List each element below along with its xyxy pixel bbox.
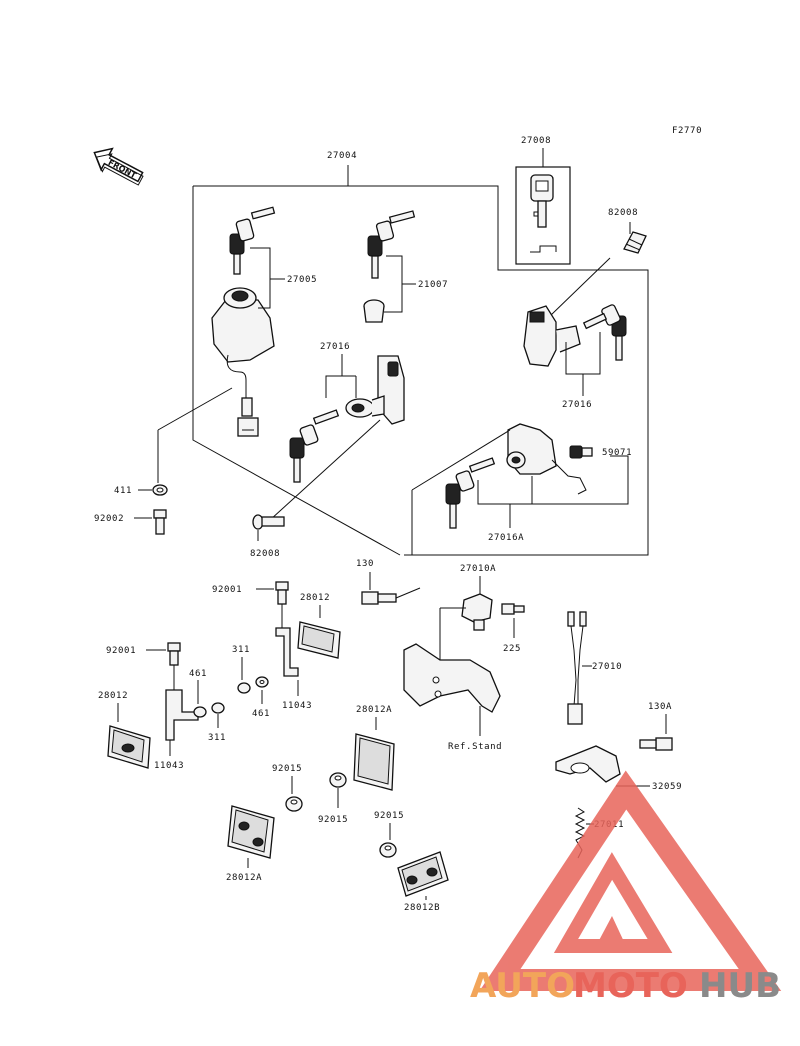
key-pair-27016-right [582,304,627,361]
callout-82008-bottom: 82008 [250,549,280,559]
key-card [515,166,571,265]
key-pair-21007 [367,210,416,279]
callout-311-bottom: 311 [208,733,226,743]
reflector-28012A-bottom [227,805,275,859]
bolt-130 [361,591,397,605]
callout-461-top: 461 [189,669,207,679]
callout-28012-left: 28012 [98,691,128,701]
callout-28012-top: 28012 [300,593,330,603]
callout-11043-right: 11043 [282,701,312,711]
key-pair-27016-left [289,409,340,483]
bolt-130A [639,737,673,751]
nut-311-top [237,682,251,694]
bolt-92001-left [167,642,181,666]
callout-411: 411 [114,486,132,496]
callout-27010A: 27010A [460,564,496,574]
callout-27010: 27010 [592,662,622,672]
washer-411 [152,484,168,496]
ref-stand-label: Ref.Stand [448,742,502,752]
washer-461-top [255,676,269,688]
callout-27016-left: 27016 [320,342,350,352]
watermark-logo-icon [479,770,782,991]
callout-59071: 59071 [602,448,632,458]
reflector-28012A-mid [353,733,395,791]
callout-130: 130 [356,559,374,569]
clip-59071 [569,445,593,459]
helmet-lock-27016 [523,305,581,367]
watermark-text: AUTO MOTO HUB [470,966,781,1006]
seat-lock-27016 [345,355,405,425]
reflector-28012-left [107,725,151,769]
nut-92015-right [379,842,397,858]
callout-461-bottom: 461 [252,709,270,719]
switch-27010A [461,593,493,631]
bracket-11043-right [275,627,299,677]
callout-27016-right: 27016 [562,400,592,410]
switch-27010 [567,611,587,725]
watermark-auto: AUTO [470,966,575,1006]
callout-82008-top: 82008 [608,208,638,218]
front-arrow-icon: FRONT [93,147,144,186]
callout-311-top: 311 [232,645,250,655]
callout-92015-left: 92015 [272,764,302,774]
washer-461-left [193,706,207,718]
callout-21007: 21007 [418,280,448,290]
callout-225: 225 [503,644,521,654]
callout-27004: 27004 [327,151,357,161]
key-pair-27005 [229,206,276,275]
callout-32059: 32059 [652,782,682,792]
nut-92015-mid [329,772,347,788]
callout-27016A: 27016A [488,533,524,543]
callout-27008: 27008 [521,136,551,146]
figure-code: F2770 [672,126,702,136]
callout-28012B: 28012B [404,903,440,913]
callout-92001-top: 92001 [212,585,242,595]
callout-92002: 92002 [94,514,124,524]
nut-92015-left [285,796,303,812]
bolt-92002 [153,509,167,535]
callout-28012A-mid: 28012A [356,705,392,715]
reflector-28012B [397,851,449,897]
screw-82008-bottom [252,514,285,530]
lock-27016A [506,423,587,495]
key-pair-27016A [445,457,496,529]
screw-225 [501,603,525,615]
watermark-hub: HUB [699,966,781,1006]
callout-11043-left: 11043 [154,761,184,771]
nut-311-left [211,702,225,714]
reflector-28012-top [297,621,341,659]
screw-82008-top [623,231,647,254]
callout-28012A-bottom: 28012A [226,873,262,883]
callout-92015-mid: 92015 [318,815,348,825]
callout-27005: 27005 [287,275,317,285]
side-stand-bracket [403,643,501,713]
lock-cylinder-21007 [363,299,385,323]
bolt-92001-top [275,581,289,605]
bracket-32059 [555,745,621,783]
callout-130A: 130A [648,702,672,712]
ignition-switch [211,287,275,437]
bracket-11043-left [165,689,199,741]
callout-92001-left: 92001 [106,646,136,656]
watermark-moto: MOTO [573,966,688,1006]
callout-92015-right: 92015 [374,811,404,821]
set-bracket-lines [192,165,649,556]
